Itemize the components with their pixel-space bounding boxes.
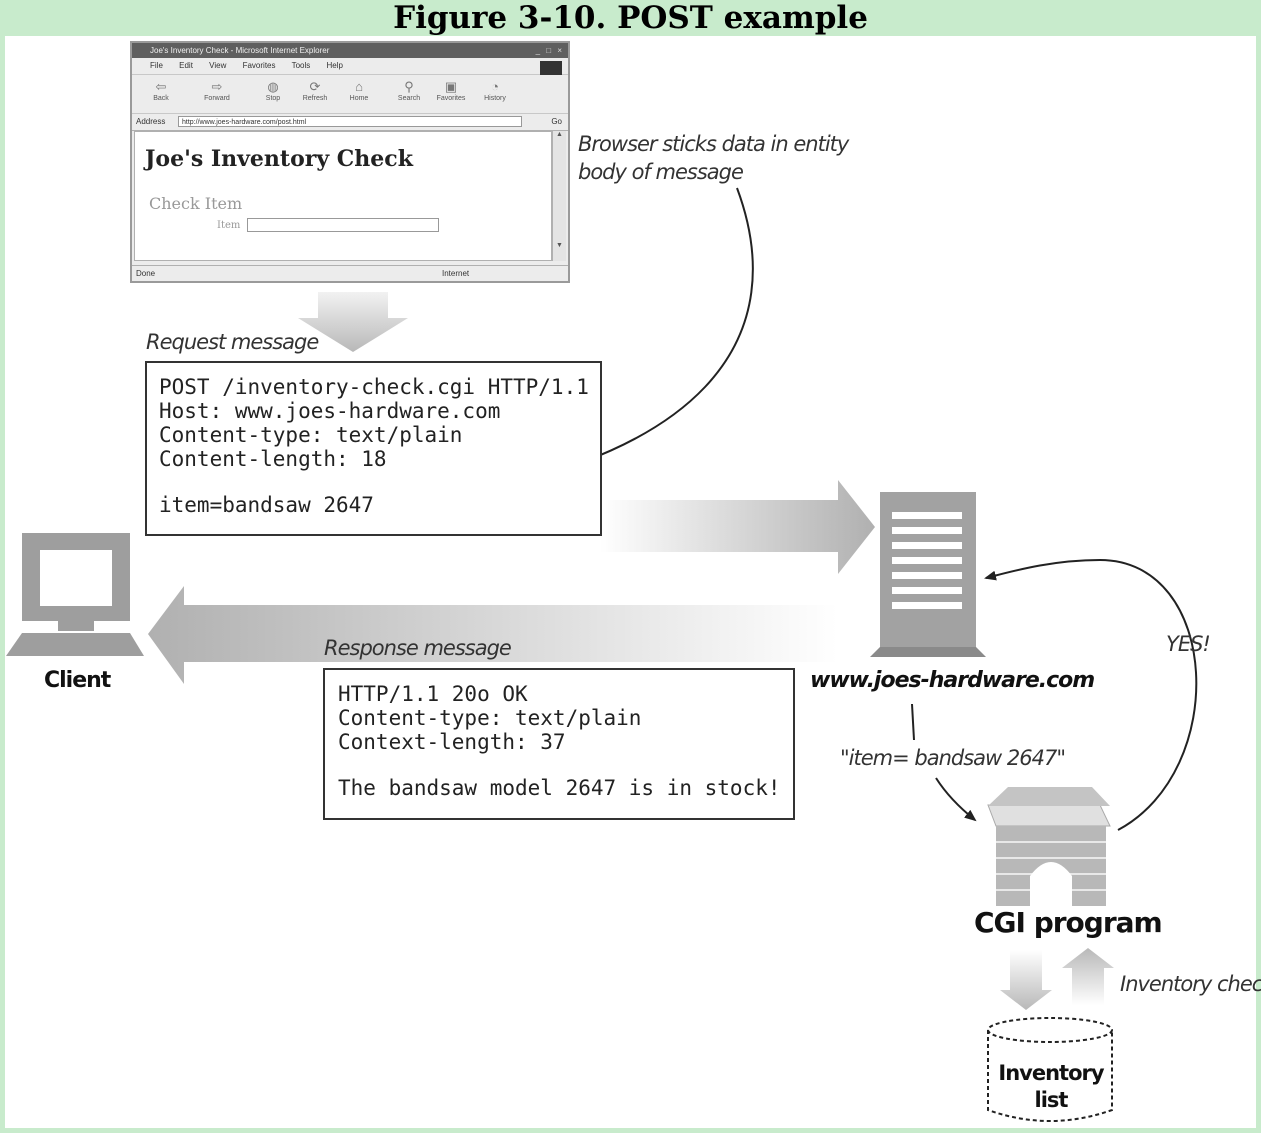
response-content-type-header: Content-type: text/plain [338, 706, 642, 730]
browser-titlebar: Joe's Inventory Check - Microsoft Intern… [132, 43, 568, 58]
request-line: POST /inventory-check.cgi HTTP/1.1 [159, 375, 589, 399]
back-arrow-icon: ⇦ [155, 79, 167, 94]
cgi-archway-icon [987, 787, 1111, 906]
browser-note-line2: body of message [578, 160, 744, 184]
menu-help[interactable]: Help [326, 61, 343, 70]
browser-menubar: File Edit View Favorites Tools Help [132, 58, 568, 75]
request-arrow [600, 480, 875, 574]
figure-title: Figure 3-10. POST example [0, 0, 1261, 36]
history-icon: ◔ [491, 79, 499, 94]
window-buttons[interactable]: _ □ × [535, 46, 564, 55]
server-icon [870, 492, 986, 657]
response-content-length-header: Context-length: 37 [338, 730, 566, 754]
client-label: Client [44, 668, 111, 693]
inventory-check-label: Inventory check [1120, 972, 1261, 996]
scroll-up-icon[interactable]: ▲ [556, 131, 563, 138]
response-message-label: Response message [324, 636, 512, 660]
inventory-list-line2: list [1034, 1088, 1069, 1112]
forward-button[interactable]: ⇨Forward [202, 79, 232, 102]
item-quote-label: "item= bandsaw 2647" [840, 746, 1066, 770]
response-message-box: HTTP/1.1 20o OK Content-type: text/plain… [323, 668, 795, 820]
favorites-button[interactable]: ▣Favorites [436, 79, 466, 102]
browser-toolbar: ⇦Back ⇨Forward ◍Stop ⟳Refresh ⌂Home ⚲Sea… [132, 75, 568, 114]
server-to-cgi-pointer [911, 703, 975, 820]
zone-text: Internet [442, 269, 470, 278]
item-input[interactable] [247, 218, 439, 232]
page-heading: Joe's Inventory Check [145, 146, 413, 172]
request-message-label: Request message [146, 330, 319, 354]
status-text: Done [136, 269, 156, 278]
refresh-button[interactable]: ⟳Refresh [300, 79, 330, 102]
address-input[interactable]: http://www.joes-hardware.com/post.html [178, 116, 522, 127]
response-status-line: HTTP/1.1 20o OK [338, 682, 528, 706]
request-message-box: POST /inventory-check.cgi HTTP/1.1 Host:… [145, 361, 602, 536]
browser-title: Joe's Inventory Check - Microsoft Intern… [150, 46, 330, 55]
menu-edit[interactable]: Edit [179, 61, 193, 70]
server-label: www.joes-hardware.com [810, 668, 1095, 693]
response-body: The bandsaw model 2647 is in stock! [338, 776, 781, 800]
back-button[interactable]: ⇦Back [146, 79, 176, 102]
response-arrow [148, 586, 838, 684]
history-button[interactable]: ◔History [480, 79, 510, 102]
menu-file[interactable]: File [150, 61, 163, 70]
home-button[interactable]: ⌂Home [344, 79, 374, 102]
favorites-icon: ▣ [444, 79, 458, 94]
search-icon: ⚲ [404, 79, 414, 94]
browser-logo-icon [540, 61, 562, 75]
refresh-icon: ⟳ [309, 79, 321, 94]
request-content-type-header: Content-type: text/plain [159, 423, 463, 447]
go-button[interactable]: Go [551, 117, 562, 126]
browser-addressbar: Address http://www.joes-hardware.com/pos… [132, 114, 568, 131]
cgi-to-list-arrow [1000, 950, 1052, 1010]
search-button[interactable]: ⚲Search [394, 79, 424, 102]
request-body: item=bandsaw 2647 [159, 493, 374, 517]
browser-page: Joe's Inventory Check Check Item Item [134, 131, 552, 261]
check-item-label: Check Item [149, 194, 243, 213]
browser-scrollbar[interactable]: ▲ ▼ [552, 131, 566, 261]
stop-icon: ◍ [267, 79, 279, 94]
browser-window: Joe's Inventory Check - Microsoft Intern… [130, 41, 570, 283]
request-host-header: Host: www.joes-hardware.com [159, 399, 501, 423]
forward-arrow-icon: ⇨ [211, 79, 223, 94]
browser-statusbar: Done Internet [132, 265, 568, 281]
inventory-list-line1: Inventory [998, 1061, 1104, 1085]
yes-return-pointer [984, 558, 1198, 831]
menu-tools[interactable]: Tools [291, 61, 311, 70]
inventory-database-icon [987, 1017, 1113, 1122]
scroll-down-icon[interactable]: ▼ [556, 242, 563, 249]
request-content-length-header: Content-length: 18 [159, 447, 387, 471]
yes-label: YES! [1166, 632, 1211, 656]
browser-note-line1: Browser sticks data in entity [578, 132, 849, 156]
item-field-label: Item [217, 220, 241, 231]
address-label: Address [136, 117, 166, 126]
list-to-cgi-arrow [1062, 948, 1114, 1005]
home-icon: ⌂ [355, 79, 363, 94]
cgi-program-label: CGI program [974, 906, 1163, 939]
inventory-list-label: Inventory list [990, 1060, 1112, 1114]
stop-button[interactable]: ◍Stop [258, 79, 288, 102]
menu-favorites[interactable]: Favorites [242, 61, 276, 70]
client-computer-icon [6, 533, 144, 656]
menu-view[interactable]: View [209, 61, 227, 70]
browser-to-request-arrow [298, 292, 408, 352]
